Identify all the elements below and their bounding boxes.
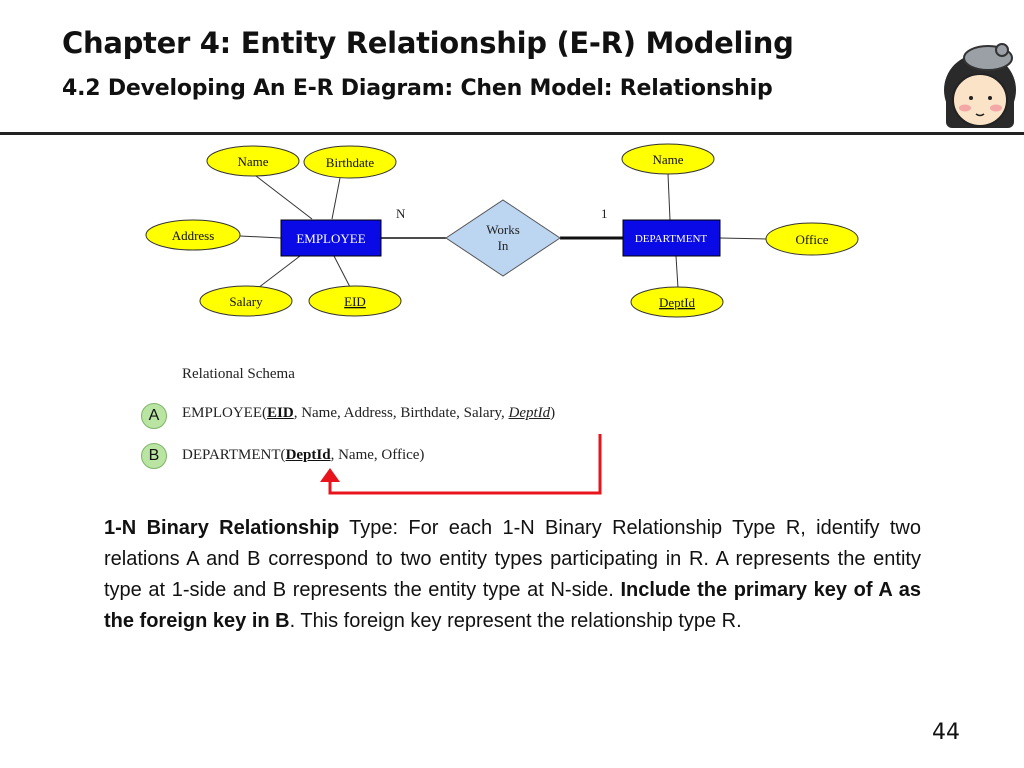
attr-dept-name: Name: [652, 152, 683, 167]
avatar-cartoon-icon: [944, 43, 1016, 128]
attr-dept-office: Office: [796, 232, 829, 247]
attr-dept-name-shape: [621, 143, 715, 175]
connector-emp-eid: [333, 255, 351, 288]
fk-arrow-line: [328, 434, 602, 495]
title-divider: [0, 132, 1024, 135]
page-number: 44: [932, 720, 960, 745]
explanation-bold: Include the primary key of A as the fore…: [104, 579, 921, 632]
entity-department-shape: [622, 219, 721, 257]
schema-department-rest: , Name, Office): [330, 447, 425, 463]
attr-dept-deptid-shape: [630, 286, 724, 318]
schema-department-key: DeptId: [285, 447, 331, 463]
fk-arrow-head: [320, 468, 340, 482]
attr-emp-eid-shape: [308, 285, 402, 317]
connector-dept-deptid: [675, 255, 679, 289]
relationship-works-in-shape: [445, 199, 561, 277]
attr-emp-birthdate: Birthdate: [326, 155, 375, 170]
connector-dept-name: [667, 173, 671, 221]
connector-emp-address: [239, 235, 282, 239]
explanation-paragraph: 1-N Binary Relationship Type: For each 1…: [104, 513, 921, 637]
attr-dept-office-shape: [765, 222, 859, 256]
schema-employee-rest: , Name, Address, Birthdate, Salary,: [293, 405, 509, 421]
schema-employee-close: ): [550, 405, 556, 421]
schema-heading: Relational Schema: [182, 366, 295, 382]
entity-department: DEPARTMENT: [635, 233, 708, 245]
connector-emp-salary: [257, 255, 301, 289]
schema-employee: EMPLOYEE(EID, Name, Address, Birthdate, …: [182, 405, 555, 422]
attr-emp-address: Address: [172, 228, 215, 243]
badge-b: B: [141, 443, 167, 469]
cardinality-n: N: [396, 206, 406, 221]
attr-emp-name: Name: [237, 154, 268, 169]
entity-employee-shape: [280, 219, 382, 257]
attr-emp-birthdate-shape: [303, 145, 397, 179]
connector-emp-name: [255, 175, 313, 220]
relationship-label-line2: In: [498, 238, 509, 253]
cardinality-1: 1: [601, 206, 608, 221]
connector-emp-birthdate: [331, 177, 341, 220]
attr-dept-deptid: DeptId: [659, 295, 696, 310]
attr-emp-address-shape: [145, 219, 241, 251]
relationship-label-line1: Works: [486, 222, 520, 237]
schema-employee-fk: DeptId: [508, 405, 551, 421]
attr-emp-salary-shape: [199, 285, 293, 317]
explanation-lead: 1-N Binary Relationship: [104, 517, 340, 539]
explanation-text2: . This foreign key represent the relatio…: [289, 610, 742, 632]
schema-department: DEPARTMENT(DeptId, Name, Office): [182, 447, 424, 464]
attr-emp-name-shape: [206, 145, 300, 177]
explanation-text1: Type: For each 1-N Binary Relationship T…: [104, 517, 921, 601]
schema-employee-key: EID: [267, 405, 294, 421]
entity-employee: EMPLOYEE: [296, 231, 365, 246]
connector-dept-office: [719, 237, 767, 240]
attr-emp-salary: Salary: [229, 294, 263, 309]
slide-title: Chapter 4: Entity Relationship (E-R) Mod…: [62, 26, 794, 60]
slide-subtitle: 4.2 Developing An E-R Diagram: Chen Mode…: [62, 76, 773, 101]
attr-emp-eid: EID: [344, 294, 366, 309]
schema-employee-prefix: EMPLOYEE(: [182, 405, 267, 421]
schema-department-prefix: DEPARTMENT(: [182, 447, 286, 463]
badge-a: A: [141, 403, 167, 429]
